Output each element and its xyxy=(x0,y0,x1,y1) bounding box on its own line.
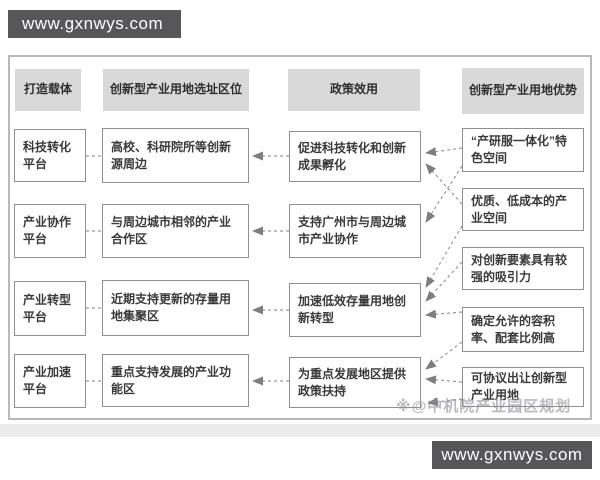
site-box-cooperation-zone: 与周边城市相邻的产业合作区 xyxy=(102,204,249,258)
carrier-box-tech-transfer: 科技转化平台 xyxy=(14,129,86,182)
advantage-box-integrated-space: “产研服一体化”特色空间 xyxy=(462,128,584,172)
header-land-advantage: 创新型产业用地优势 xyxy=(462,68,584,114)
advantage-box-low-cost: 优质、低成本的产业空间 xyxy=(462,188,584,231)
advantage-box-negotiated-transfer: 可协议出让创新型产业用地 xyxy=(462,367,584,407)
site-box-universities: 高校、科研院所等创新源周边 xyxy=(102,128,249,183)
header-policy-effect: 政策效用 xyxy=(288,69,420,111)
watermark-top-banner: www.gxnwys.com xyxy=(8,10,181,38)
policy-box-city-collab: 支持广州市与周边城市产业协作 xyxy=(289,204,421,258)
watermark-bottom-banner: www.gxnwys.com xyxy=(432,441,592,469)
carrier-box-industry-collab: 产业协作平台 xyxy=(14,204,86,258)
advantage-box-attract-innovation: 对创新要素具有较强的吸引力 xyxy=(462,247,584,290)
policy-box-key-support: 为重点发展地区提供政策扶持 xyxy=(289,357,421,408)
page-divider-strip xyxy=(0,424,600,437)
header-site-selection: 创新型产业用地选址区位 xyxy=(103,69,249,111)
advantage-box-plot-ratio: 确定允许的容积率、配套比例高 xyxy=(462,307,584,352)
carrier-box-industry-transform: 产业转型平台 xyxy=(14,281,86,336)
site-box-function-zone: 重点支持发展的产业功能区 xyxy=(102,354,249,407)
policy-box-tech-incubation: 促进科技转化和创新成果孵化 xyxy=(289,131,421,182)
carrier-box-industry-accelerate: 产业加速平台 xyxy=(14,354,86,408)
diagram-credit-watermark: ※@中机院产业园区规划 xyxy=(396,398,572,415)
header-carrier: 打造载体 xyxy=(15,69,81,111)
policy-box-stock-land: 加速低效存量用地创新转型 xyxy=(289,283,421,337)
site-box-renewal-cluster: 近期支持更新的存量用地集聚区 xyxy=(102,280,249,336)
